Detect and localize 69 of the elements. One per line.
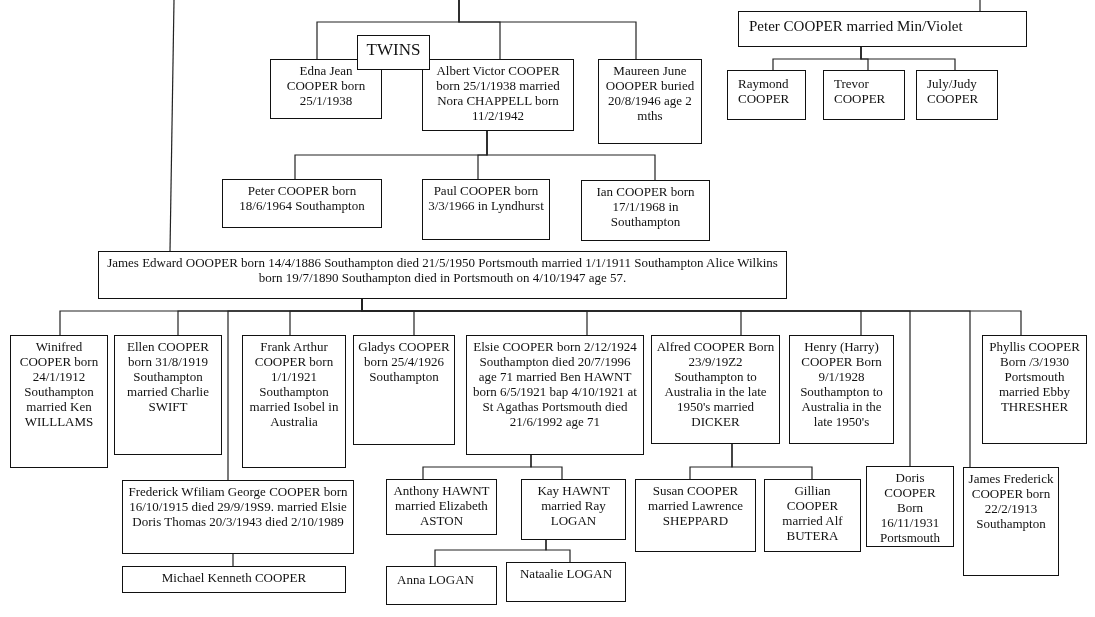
person-text: TWINS — [366, 39, 421, 61]
person-text: Kay HAWNT married Ray LOGAN — [536, 483, 611, 529]
person-box — [386, 566, 497, 605]
person-text: Trevor COOPER — [834, 76, 887, 107]
person-text: Susan COOPER married Lawrence SHEPPARD — [647, 483, 744, 529]
person-box — [963, 467, 1059, 576]
person-box — [727, 70, 806, 120]
person-text: Michael Kenneth COOPER — [161, 570, 307, 586]
connector-line — [731, 443, 813, 480]
person-box — [466, 335, 644, 455]
person-box — [357, 35, 430, 70]
person-box — [764, 479, 861, 552]
person-text: Maureen June OOOPER buried 20/8/1946 age 2 mths — [604, 63, 696, 124]
connector-line — [232, 553, 234, 567]
person-text: Nataalie LOGAN — [519, 566, 613, 582]
person-box — [506, 562, 626, 602]
person-text: Ian COOPER born 17/1/1968 in Southampton — [595, 184, 696, 230]
person-text: Paul COOPER born 3/3/1966 in Lyndhurst — [427, 183, 545, 214]
person-text: Albert Victor COOPER born 25/1/1938 married Nora CHAPPELL born 11/2/1942 — [435, 63, 561, 124]
connector-line — [545, 539, 571, 563]
person-box — [916, 70, 998, 120]
person-text: Henry (Harry) COOPER Born 9/1/1928 Southampton to Australia in the late 1950's — [799, 339, 884, 430]
person-box — [114, 335, 222, 455]
person-text: Frederick Wfiliam George COOPER born 16/10/1915 died 29/9/19S9. married Elsie Doris Thomas 20/3/1943 died 2/10/1989 — [127, 484, 349, 530]
person-box — [222, 179, 382, 228]
person-box — [581, 180, 710, 241]
person-text: Peter COOPER born 18/6/1964 Southampton — [238, 183, 366, 214]
person-box — [823, 70, 905, 120]
person-box — [598, 59, 702, 144]
person-text: Anthony HAWNT married Elizabeth ASTON — [392, 483, 491, 529]
person-box — [242, 335, 346, 468]
person-text: Peter COOPER married Min/Violet — [749, 17, 963, 36]
person-box — [422, 59, 574, 131]
connector-line — [860, 46, 956, 71]
person-box — [422, 179, 550, 240]
person-box — [651, 335, 780, 444]
person-box — [789, 335, 894, 444]
person-box — [98, 251, 787, 299]
person-text: Edna Jean COOPER born 25/1/1938 — [285, 63, 367, 109]
person-text: Winifred COOPER born 24/1/1912 Southampton married Ken WILLLAMS — [18, 339, 100, 430]
person-text: Raymond COOPER — [738, 76, 791, 107]
person-text: Alfred COOPER Born 23/9/19Z2 Southampton to Australia in the late 1950's married DICKER — [655, 339, 776, 430]
connector-line — [458, 0, 637, 60]
person-text: Gladys COOPER born 25/4/1926 Southampton — [357, 339, 451, 385]
person-box — [982, 335, 1087, 444]
person-box — [635, 479, 756, 552]
person-text: Gillian COOPER married Alf BUTERA — [781, 483, 844, 544]
person-box — [521, 479, 626, 540]
person-box — [866, 466, 954, 547]
connector-line — [979, 0, 981, 12]
person-text: James Edward OOOPER born 14/4/1886 Southampton died 21/5/1950 Portsmouth married 1/1/1911 Southampton Alice Wilkins born 19/7/1890 Southampton died in Portsmouth on 4/10/1947 age 57. — [106, 255, 779, 286]
person-box — [353, 335, 455, 445]
person-box — [386, 479, 497, 535]
person-text: July/Judy COOPER — [927, 76, 980, 107]
person-text: Ellen COOPER born 31/8/1919 Southampton married Charlie SWIFT — [126, 339, 210, 415]
person-text: Doris COOPER Born 16/11/1931 Portsmouth — [879, 470, 941, 546]
person-text: James Frederick COOPER born 22/2/1913 Southampton — [967, 471, 1055, 532]
person-box — [10, 335, 108, 468]
person-box — [270, 59, 382, 119]
person-box — [122, 566, 346, 593]
person-box — [738, 11, 1027, 47]
person-text: Phyllis COOPER Born /3/1930 Portsmouth married Ebby THRESHER — [988, 339, 1081, 415]
person-text: Frank Arthur COOPER born 1/1/1921 Southampton married Isobel in Australia — [248, 339, 340, 430]
person-text: Elsie COOPER born 2/12/1924 Southampton died 20/7/1996 age 71 married Ben HAWNT born 6/5/1921 bap 4/10/1921 at St Agathas Portsmouth died 21/6/1992 age 71 — [472, 339, 638, 430]
person-text: Anna LOGAN — [397, 572, 474, 588]
connector-line — [169, 0, 175, 252]
person-box — [122, 480, 354, 554]
connector-line — [530, 454, 563, 480]
connector-line — [486, 130, 656, 181]
